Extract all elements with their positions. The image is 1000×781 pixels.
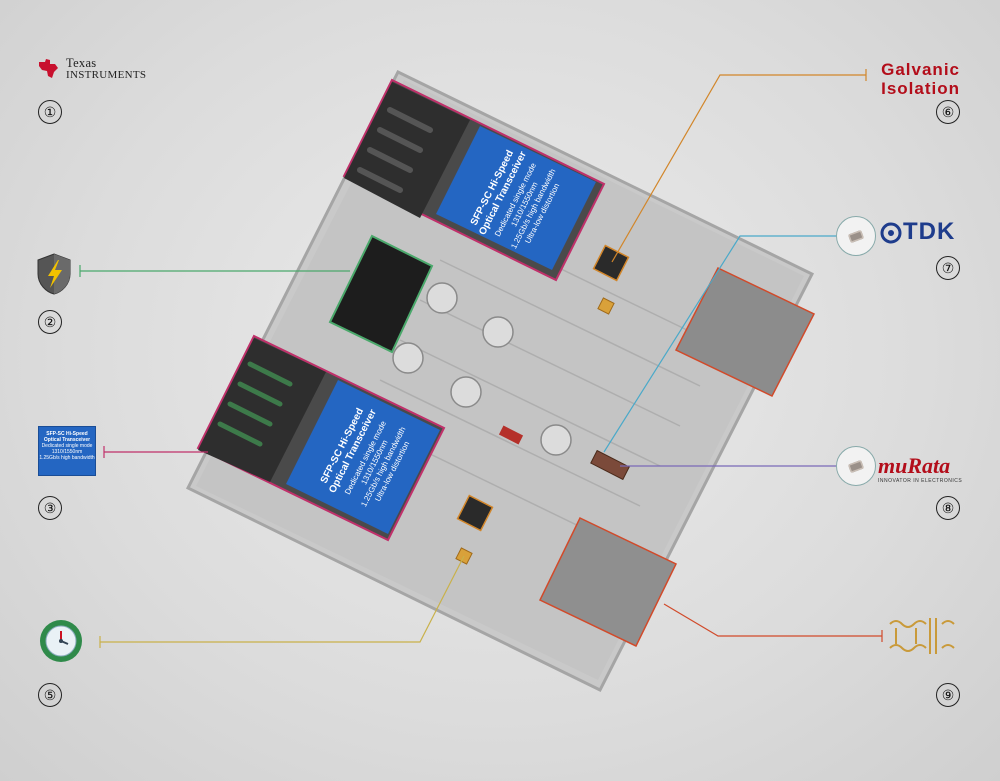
galvanic-isolation-label: Galvanic Isolation <box>881 60 960 98</box>
sfp-card-line3: 1.25Gb/s high bandwidth <box>39 455 95 461</box>
clock-crystal-icon <box>38 618 84 669</box>
protection-chip <box>328 234 434 354</box>
galvanic-line2: Isolation <box>881 79 960 98</box>
sfp-card-title: SFP-SC Hi-Speed <box>46 431 88 437</box>
chip-capacitor-icon <box>836 216 876 256</box>
rj45-top <box>674 267 816 397</box>
galvanic-line1: Galvanic <box>881 60 960 79</box>
marker-1: ① <box>38 100 62 124</box>
marker-6: ⑥ <box>936 100 960 124</box>
lightning-shield-icon <box>34 252 74 301</box>
capacitors <box>392 282 572 456</box>
marker-7: ⑦ <box>936 256 960 280</box>
sfp-card-line2: 1310/1550nm <box>51 449 83 455</box>
marker-8: ⑧ <box>936 496 960 520</box>
tdk-emblem-icon <box>880 222 902 244</box>
crystal-top <box>597 297 615 315</box>
ti-line1: Texas <box>66 56 97 70</box>
sfp-card-line1: Dedicated single mode <box>41 443 93 449</box>
ti-line2: Instruments <box>66 69 147 81</box>
marker-9: ⑨ <box>936 683 960 707</box>
sfp-module-top: SFP-SC Hi-Speed Optical Transceiver Dedi… <box>342 78 606 282</box>
isolation-chip <box>592 244 630 282</box>
texas-instruments-logo: Texas Instruments <box>36 57 146 81</box>
murata-tagline: INNOVATOR IN ELECTRONICS <box>878 478 963 484</box>
marker-5: ⑤ <box>38 683 62 707</box>
marker-2: ② <box>38 310 62 334</box>
ti-state-icon <box>39 59 58 78</box>
inductor-bank <box>590 449 630 481</box>
marker-3: ③ <box>38 496 62 520</box>
sfp-module-bottom: SFP-SC Hi-Speed Optical Transceiver Dedi… <box>196 334 446 542</box>
transformer-icon <box>886 614 962 663</box>
red-resistor <box>498 425 524 445</box>
rj45-bottom <box>538 517 678 647</box>
pcb-board <box>185 70 815 692</box>
center-chip <box>456 494 494 532</box>
tdk-label: TDK <box>903 218 956 245</box>
tdk-logo <box>880 222 902 249</box>
sfp-module-card-icon: SFP-SC Hi-Speed Optical Transceiver Dedi… <box>38 426 96 476</box>
murata-logo: muRata <box>878 453 951 478</box>
chip-inductor-icon <box>836 446 876 486</box>
sfp-card-subtitle: Optical Transceiver <box>43 437 91 443</box>
